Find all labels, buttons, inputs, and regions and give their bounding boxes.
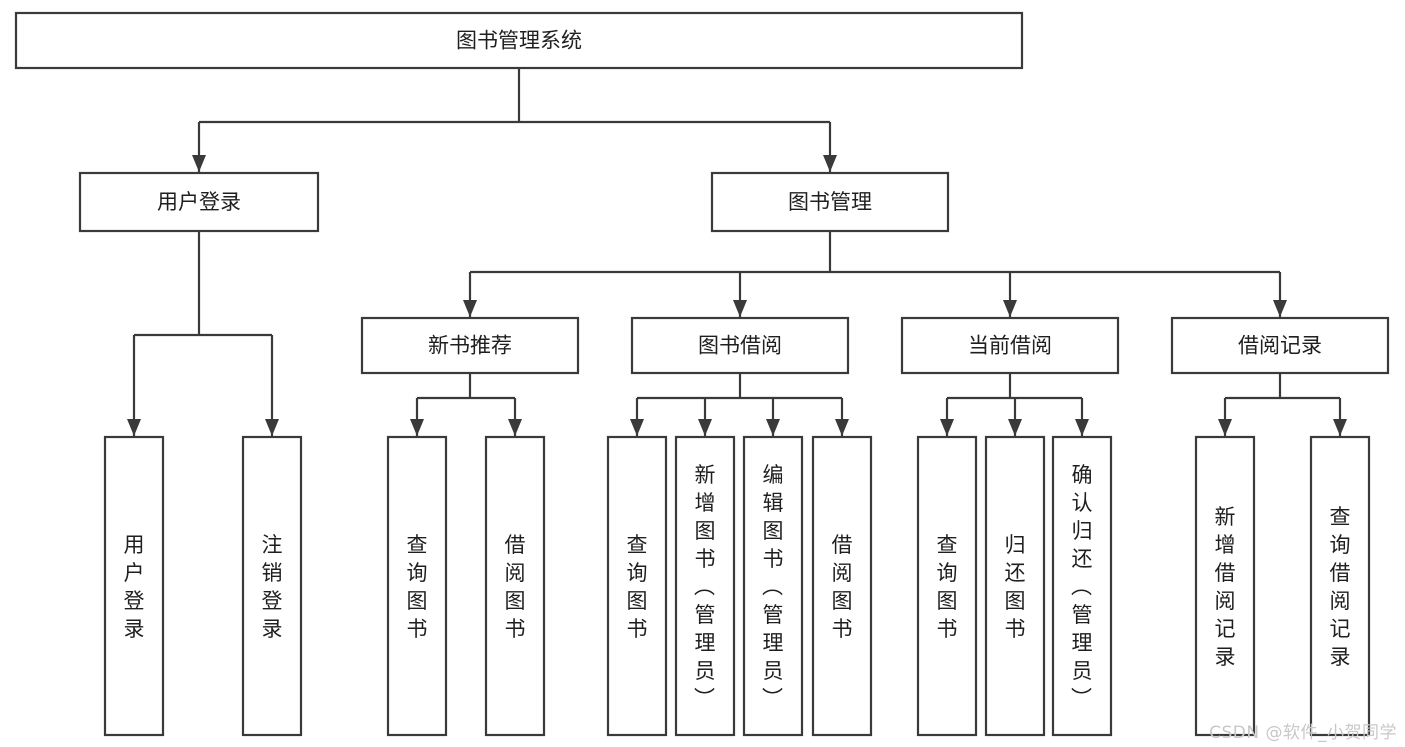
node-label-leaf-edit-book: 编辑图书（管理员）	[762, 463, 784, 711]
arrow-head-icon	[766, 419, 780, 436]
node-label-book-manage: 图书管理	[788, 190, 872, 214]
node-leaf-query-book-3[interactable]: 查询图书	[916, 435, 978, 737]
node-box-leaf-add-record	[1194, 435, 1256, 737]
node-leaf-query-book-1[interactable]: 查询图书	[386, 435, 448, 737]
node-leaf-user-logout[interactable]: 注销登录	[241, 435, 303, 737]
node-box-leaf-add-book	[674, 435, 736, 737]
node-box-leaf-user-logout	[241, 435, 303, 737]
node-box-leaf-borrow-book-2	[811, 435, 873, 737]
arrow-head-icon	[1008, 419, 1022, 436]
node-box-leaf-edit-book	[742, 435, 804, 737]
node-box-leaf-user-login	[103, 435, 165, 737]
node-borrow-record[interactable]: 借阅记录	[1170, 316, 1390, 375]
node-label-leaf-query-record: 查询借阅记录	[1330, 505, 1351, 669]
arrow-head-icon	[733, 300, 747, 317]
arrow-head-icon	[823, 155, 837, 172]
node-box-book-manage	[710, 171, 950, 233]
node-box-borrow-record	[1170, 316, 1390, 375]
node-box-leaf-query-record	[1309, 435, 1371, 737]
arrow-head-icon	[410, 419, 424, 436]
node-current-borrow[interactable]: 当前借阅	[900, 316, 1120, 375]
node-box-leaf-confirm-return	[1051, 435, 1113, 737]
node-label-root: 图书管理系统	[456, 29, 582, 53]
node-label-book-borrow: 图书借阅	[698, 334, 782, 358]
node-label-leaf-user-login: 用户登录	[124, 533, 145, 641]
node-box-new-book-recommend	[360, 316, 580, 375]
node-leaf-borrow-book-2[interactable]: 借阅图书	[811, 435, 873, 737]
node-label-leaf-query-book-1: 查询图书	[407, 533, 428, 641]
node-layer: 图书管理系统用户登录图书管理新书推荐图书借阅当前借阅借阅记录用户登录注销登录查询…	[14, 11, 1390, 737]
node-label-leaf-borrow-book-1: 借阅图书	[505, 533, 526, 641]
node-box-root	[14, 11, 1024, 70]
node-label-leaf-add-book: 新增图书（管理员）	[694, 463, 716, 711]
node-box-leaf-borrow-book-1	[484, 435, 546, 737]
arrow-head-icon	[508, 419, 522, 436]
arrow-head-icon	[1333, 419, 1347, 436]
node-box-leaf-query-book-3	[916, 435, 978, 737]
node-box-current-borrow	[900, 316, 1120, 375]
arrow-head-icon	[940, 419, 954, 436]
node-leaf-borrow-book-1[interactable]: 借阅图书	[484, 435, 546, 737]
node-leaf-query-book-2[interactable]: 查询图书	[606, 435, 668, 737]
node-leaf-confirm-return[interactable]: 确认归还（管理员）	[1051, 435, 1113, 737]
node-leaf-query-record[interactable]: 查询借阅记录	[1309, 435, 1371, 737]
node-label-leaf-user-logout: 注销登录	[262, 533, 283, 641]
node-label-new-book-recommend: 新书推荐	[428, 334, 512, 358]
node-new-book-recommend[interactable]: 新书推荐	[360, 316, 580, 375]
node-label-borrow-record: 借阅记录	[1238, 334, 1322, 358]
connector-layer	[127, 68, 1347, 436]
node-label-leaf-query-book-3: 查询图书	[937, 533, 958, 641]
node-leaf-add-record[interactable]: 新增借阅记录	[1194, 435, 1256, 737]
node-leaf-return-book[interactable]: 归还图书	[984, 435, 1046, 737]
node-box-book-borrow	[630, 316, 850, 375]
arrow-head-icon	[698, 419, 712, 436]
node-leaf-user-login[interactable]: 用户登录	[103, 435, 165, 737]
arrow-head-icon	[127, 419, 141, 436]
watermark-text: CSDN @软件_小贺同学	[1209, 723, 1397, 743]
node-box-leaf-return-book	[984, 435, 1046, 737]
arrow-head-icon	[1075, 419, 1089, 436]
node-book-borrow[interactable]: 图书借阅	[630, 316, 850, 375]
arrow-head-icon	[835, 419, 849, 436]
node-box-leaf-query-book-2	[606, 435, 668, 737]
arrow-head-icon	[1003, 300, 1017, 317]
node-leaf-add-book[interactable]: 新增图书（管理员）	[674, 435, 736, 737]
node-leaf-edit-book[interactable]: 编辑图书（管理员）	[742, 435, 804, 737]
node-book-manage[interactable]: 图书管理	[710, 171, 950, 233]
node-label-leaf-return-book: 归还图书	[1005, 533, 1026, 641]
arrow-head-icon	[1218, 419, 1232, 436]
node-label-user-login: 用户登录	[157, 190, 241, 214]
node-box-leaf-query-book-1	[386, 435, 448, 737]
node-label-leaf-borrow-book-2: 借阅图书	[832, 533, 853, 641]
arrow-head-icon	[1273, 300, 1287, 317]
node-user-login[interactable]: 用户登录	[78, 171, 320, 233]
arrow-head-icon	[265, 419, 279, 436]
arrow-head-icon	[192, 155, 206, 172]
node-box-user-login	[78, 171, 320, 233]
node-root[interactable]: 图书管理系统	[14, 11, 1024, 70]
arrow-head-icon	[630, 419, 644, 436]
arrow-head-icon	[463, 300, 477, 317]
node-label-current-borrow: 当前借阅	[968, 334, 1052, 358]
node-label-leaf-add-record: 新增借阅记录	[1215, 505, 1236, 669]
node-label-leaf-query-book-2: 查询图书	[627, 533, 648, 641]
node-label-leaf-confirm-return: 确认归还（管理员）	[1071, 463, 1093, 711]
